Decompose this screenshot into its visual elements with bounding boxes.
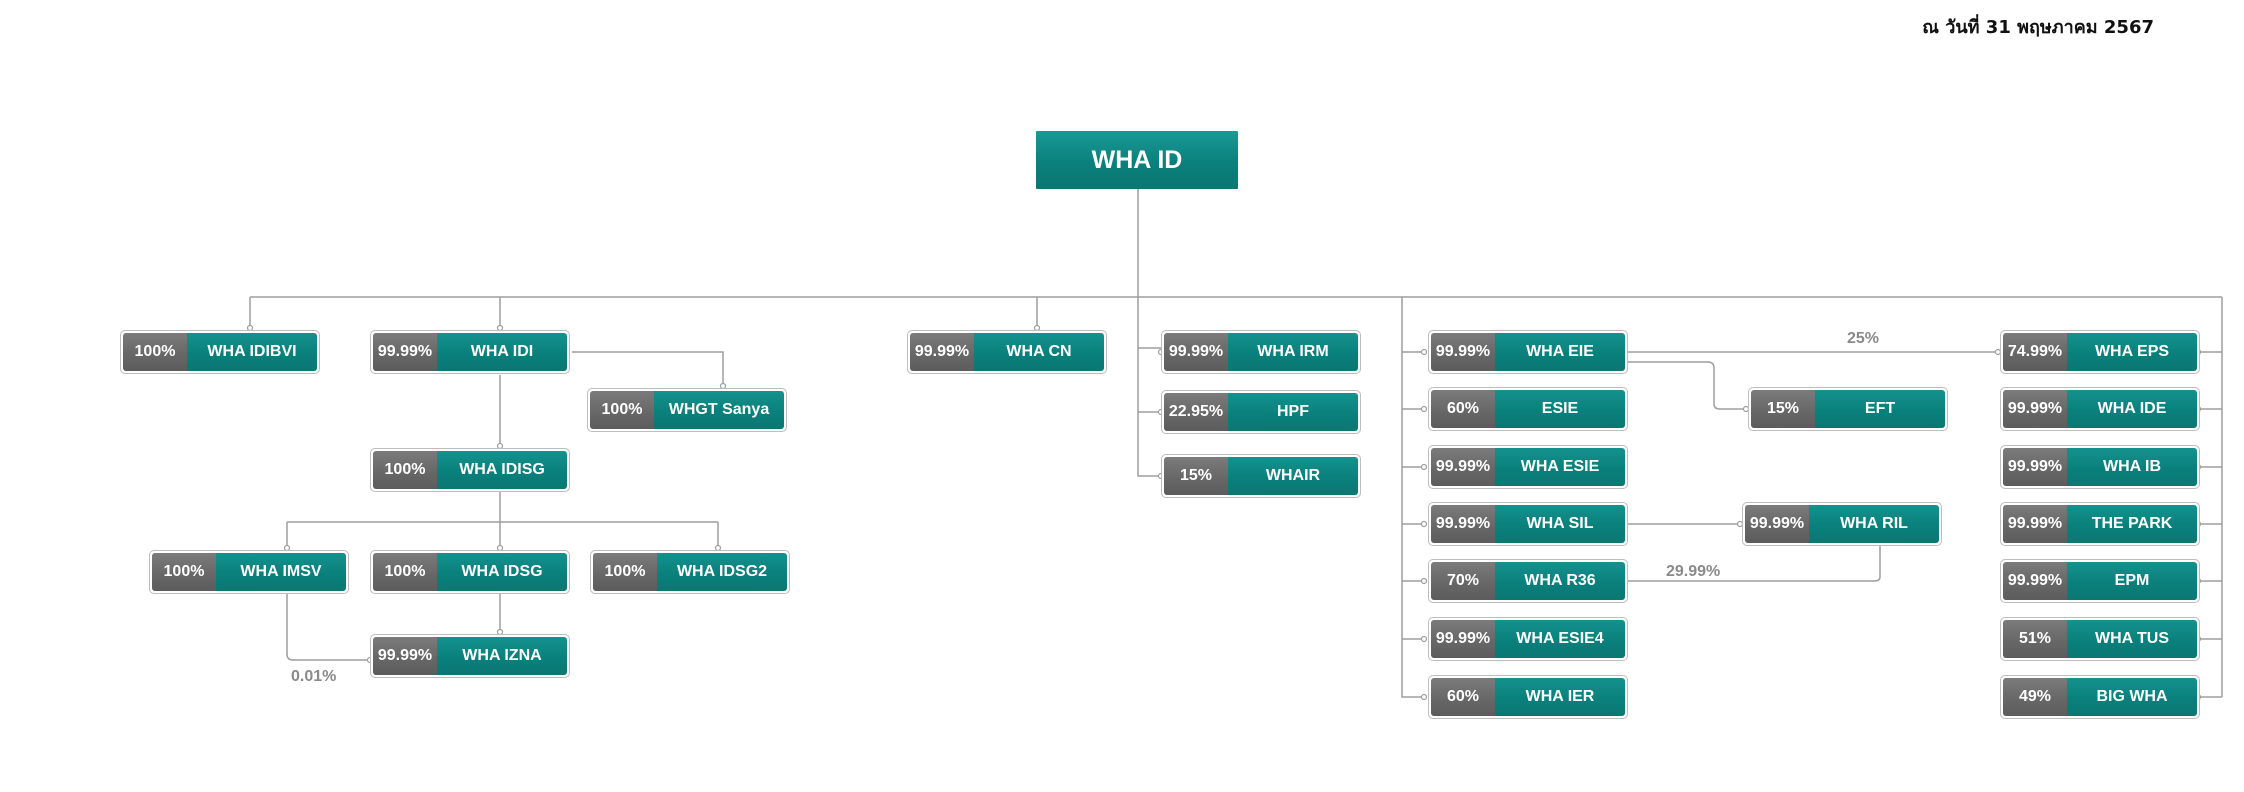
ownership-percent: 99.99% [1431, 505, 1495, 543]
ownership-percent: 100% [123, 333, 187, 371]
link-label-0.01: 0.01% [291, 668, 337, 685]
ownership-percent: 99.99% [1164, 333, 1228, 371]
ownership-percent: 100% [593, 553, 657, 591]
ownership-percent: 51% [2003, 620, 2067, 658]
company-name: WHA IER [1495, 678, 1625, 716]
node-wha-imsv[interactable]: 100% WHA IMSV [149, 550, 349, 594]
company-name: WHA IDE [2067, 390, 2197, 428]
node-the-park[interactable]: 99.99% THE PARK [2000, 502, 2200, 546]
ownership-percent: 99.99% [1431, 448, 1495, 486]
company-name: WHGT Sanya [654, 391, 784, 429]
company-name: WHA RIL [1809, 505, 1939, 543]
node-epm[interactable]: 99.99% EPM [2000, 559, 2200, 603]
company-name: WHA ESIE [1495, 448, 1625, 486]
company-name: HPF [1228, 393, 1358, 431]
node-wha-r36[interactable]: 70% WHA R36 [1428, 559, 1628, 603]
ownership-percent: 99.99% [373, 333, 437, 371]
node-wha-idsg2[interactable]: 100% WHA IDSG2 [590, 550, 790, 594]
node-wha-cn[interactable]: 99.99% WHA CN [907, 330, 1107, 374]
company-name: WHA IDSG2 [657, 553, 787, 591]
link-label-25: 25% [1847, 330, 1880, 347]
node-wha-eie[interactable]: 99.99% WHA EIE [1428, 330, 1628, 374]
ownership-percent: 99.99% [373, 637, 437, 675]
company-name: WHA ESIE4 [1495, 620, 1625, 658]
ownership-percent: 60% [1431, 390, 1495, 428]
company-name: WHA IDSG [437, 553, 567, 591]
ownership-percent: 99.99% [2003, 448, 2067, 486]
company-name: WHAIR [1228, 457, 1358, 495]
ownership-percent: 99.99% [2003, 390, 2067, 428]
root-node-wha-id[interactable]: WHA ID [1036, 131, 1238, 189]
ownership-percent: 74.99% [2003, 333, 2067, 371]
ownership-percent: 49% [2003, 678, 2067, 716]
ownership-percent: 70% [1431, 562, 1495, 600]
ownership-percent: 99.99% [2003, 505, 2067, 543]
node-wha-izna[interactable]: 99.99% WHA IZNA [370, 634, 570, 678]
node-eft[interactable]: 15% EFT [1748, 387, 1948, 431]
company-name: THE PARK [2067, 505, 2197, 543]
company-name: WHA IDI [437, 333, 567, 371]
company-name: ESIE [1495, 390, 1625, 428]
company-name: EFT [1815, 390, 1945, 428]
ownership-percent: 15% [1164, 457, 1228, 495]
node-wha-idibvi[interactable]: 100% WHA IDIBVI [120, 330, 320, 374]
ownership-percent: 22.95% [1164, 393, 1228, 431]
as-of-date: ณ วันที่ 31 พฤษภาคม 2567 [1922, 17, 2154, 38]
link-label-29.99: 29.99% [1666, 563, 1721, 580]
node-wha-esie[interactable]: 99.99% WHA ESIE [1428, 445, 1628, 489]
company-name: WHA IB [2067, 448, 2197, 486]
company-name: WHA EPS [2067, 333, 2197, 371]
company-name: WHA IZNA [437, 637, 567, 675]
company-name: BIG WHA [2067, 678, 2197, 716]
company-name: EPM [2067, 562, 2197, 600]
ownership-percent: 99.99% [910, 333, 974, 371]
node-whgt-sanya[interactable]: 100% WHGT Sanya [587, 388, 787, 432]
company-name: WHA TUS [2067, 620, 2197, 658]
company-name: WHA EIE [1495, 333, 1625, 371]
company-name: WHA R36 [1495, 562, 1625, 600]
ownership-percent: 99.99% [1431, 620, 1495, 658]
node-wha-eps[interactable]: 74.99% WHA EPS [2000, 330, 2200, 374]
node-whair[interactable]: 15% WHAIR [1161, 454, 1361, 498]
ownership-percent: 100% [590, 391, 654, 429]
node-wha-ril[interactable]: 99.99% WHA RIL [1742, 502, 1942, 546]
node-wha-sil[interactable]: 99.99% WHA SIL [1428, 502, 1628, 546]
ownership-percent: 60% [1431, 678, 1495, 716]
node-wha-idi[interactable]: 99.99% WHA IDI [370, 330, 570, 374]
company-name: WHA IMSV [216, 553, 346, 591]
ownership-percent: 100% [152, 553, 216, 591]
ownership-percent: 99.99% [1431, 333, 1495, 371]
node-big-wha[interactable]: 49% BIG WHA [2000, 675, 2200, 719]
node-wha-ib[interactable]: 99.99% WHA IB [2000, 445, 2200, 489]
company-name: WHA SIL [1495, 505, 1625, 543]
ownership-percent: 99.99% [2003, 562, 2067, 600]
node-wha-ier[interactable]: 60% WHA IER [1428, 675, 1628, 719]
company-name: WHA CN [974, 333, 1104, 371]
node-wha-esie4[interactable]: 99.99% WHA ESIE4 [1428, 617, 1628, 661]
ownership-percent: 100% [373, 553, 437, 591]
node-esie[interactable]: 60% ESIE [1428, 387, 1628, 431]
node-wha-irm[interactable]: 99.99% WHA IRM [1161, 330, 1361, 374]
company-name: WHA IRM [1228, 333, 1358, 371]
node-wha-tus[interactable]: 51% WHA TUS [2000, 617, 2200, 661]
ownership-percent: 99.99% [1745, 505, 1809, 543]
node-wha-idsg[interactable]: 100% WHA IDSG [370, 550, 570, 594]
node-hpf[interactable]: 22.95% HPF [1161, 390, 1361, 434]
company-name: WHA IDIBVI [187, 333, 317, 371]
node-wha-ide[interactable]: 99.99% WHA IDE [2000, 387, 2200, 431]
company-name: WHA IDISG [437, 451, 567, 489]
ownership-percent: 100% [373, 451, 437, 489]
node-wha-idisg[interactable]: 100% WHA IDISG [370, 448, 570, 492]
ownership-percent: 15% [1751, 390, 1815, 428]
